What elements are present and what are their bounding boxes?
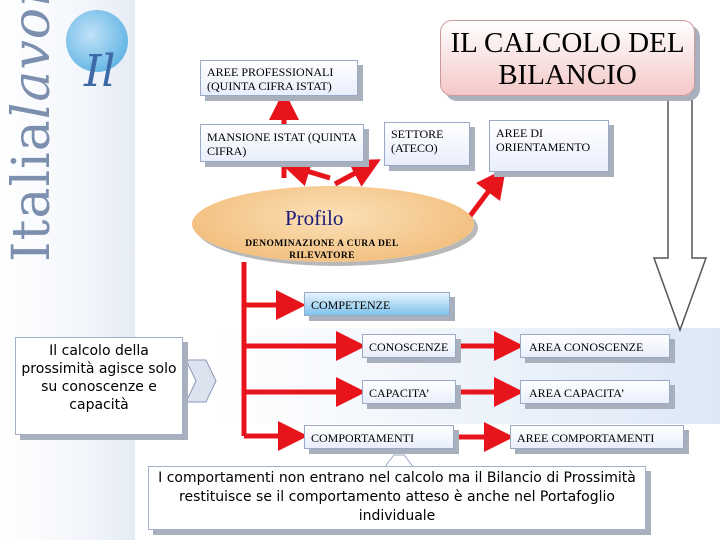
box-aree-orientamento: AREE DI ORIENTAMENTO xyxy=(489,120,609,172)
profile-ellipse xyxy=(192,186,474,262)
box-aree-comportamenti: AREE COMPORTAMENTI xyxy=(510,425,684,449)
box-comportamenti: COMPORTAMENTI xyxy=(304,425,454,449)
arrow-to-mansione xyxy=(280,157,331,187)
logo-mark: Il xyxy=(84,46,116,97)
box-capacita: CAPACITA’ xyxy=(362,380,456,404)
left-note-arrow xyxy=(185,359,217,403)
profile-title: Profilo xyxy=(285,206,344,230)
box-area-capacita: AREA CAPACITA’ xyxy=(520,380,670,404)
logo-circle xyxy=(66,10,128,72)
left-note: Il calcolo della prossimità agisce solo … xyxy=(15,337,183,435)
box-mansione: MANSIONE ISTAT (QUINTA CIFRA) xyxy=(200,124,364,162)
arrow-to-aree-orientamento xyxy=(468,168,506,218)
bottom-note: I comportamenti non entrano nel calcolo … xyxy=(148,466,646,530)
box-aree-professionali: AREE PROFESSIONALI (QUINTA CIFRA ISTAT) xyxy=(200,60,358,96)
profile-subtitle: DENOMINAZIONE A CURA DEL RILEVATORE xyxy=(245,239,399,261)
sidebar: Il Italialavoro xyxy=(0,0,135,540)
arrow-to-competenze xyxy=(241,262,306,320)
title-down-arrow xyxy=(652,89,708,333)
arrow-to-settore xyxy=(333,159,381,187)
box-conoscenze: CONOSCENZE xyxy=(362,334,456,358)
diagram-title: IL CALCOLO DEL BILANCIO xyxy=(440,20,695,96)
box-settore: SETTORE (ATECO) xyxy=(384,122,470,166)
box-competenze: COMPETENZE xyxy=(304,292,450,316)
box-area-conoscenze: AREA CONOSCENZE xyxy=(520,334,670,358)
